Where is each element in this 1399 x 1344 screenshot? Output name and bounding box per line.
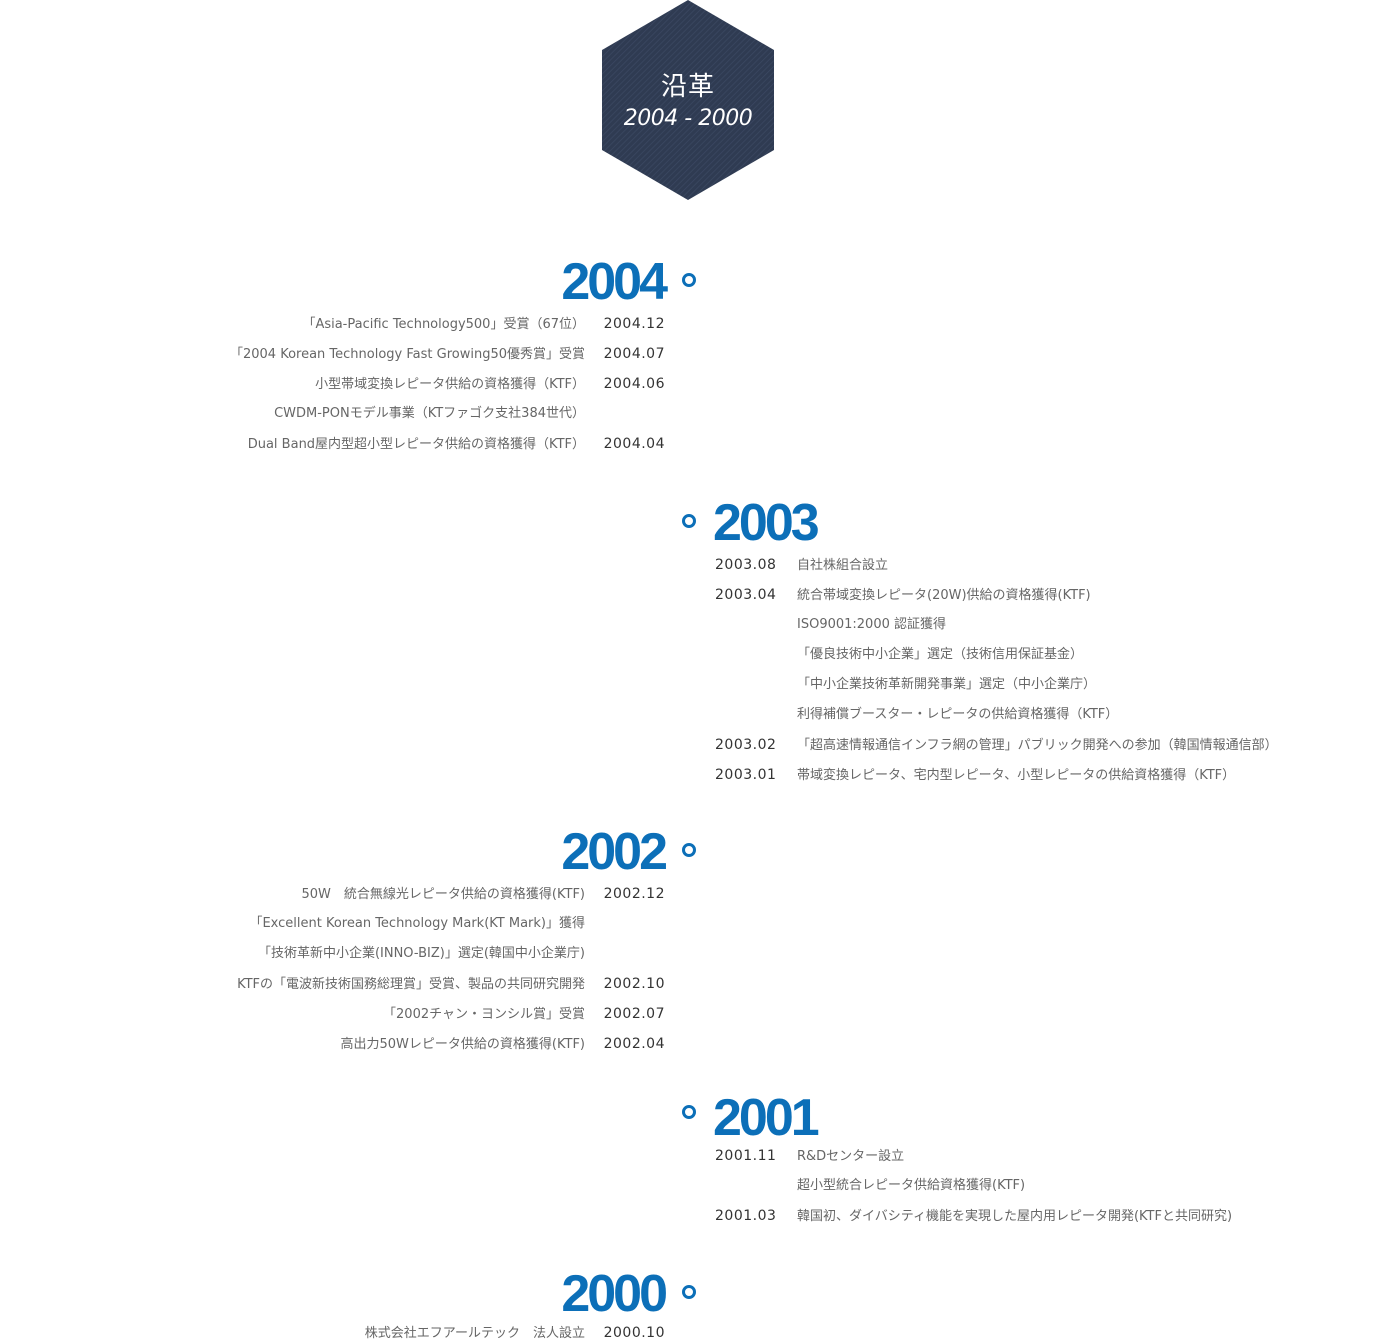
timeline-dot-icon: [682, 1285, 696, 1299]
history-item: 超小型統合レピータ供給資格獲得(KTF): [797, 1178, 1026, 1193]
history-item: 「Excellent Korean Technology Mark(KT Mar…: [249, 916, 585, 931]
timeline-dot-icon: [682, 273, 696, 287]
page-title: 沿革: [660, 72, 715, 102]
history-item: 高出力50Wレピータ供給の資格獲得(KTF)2002.04: [340, 1036, 665, 1052]
year-range: 2004 - 2000: [623, 106, 753, 131]
history-item: 「優良技術中小企業」選定（技術信用保証基金）: [797, 647, 1084, 662]
history-item: 2003.02「超高速情報通信インフラ網の管理」パブリック開発への参加（韓国情報…: [715, 737, 1278, 753]
history-item: 「Asia-Pacific Technology500」受賞（67位）2004.…: [302, 316, 665, 332]
history-item: 「技術革新中小企業(INNO-BIZ)」選定(韓国中小企業庁): [257, 946, 585, 961]
header-hexagon: 沿革 2004 - 2000: [602, 0, 774, 200]
year-heading-2002: 2002: [561, 823, 668, 881]
history-item: 小型帯域変換レピータ供給の資格獲得（KTF）2004.06: [315, 376, 665, 392]
history-item: 「中小企業技術革新開発事業」選定（中小企業庁）: [797, 677, 1097, 692]
year-heading-2000: 2000: [561, 1265, 668, 1323]
timeline-dot-icon: [682, 1105, 696, 1119]
history-item: 利得補償ブースター・レピータの供給資格獲得（KTF）: [797, 707, 1119, 722]
timeline-dot-icon: [682, 843, 696, 857]
history-item: Dual Band屋内型超小型レピータ供給の資格獲得（KTF）2004.04: [247, 436, 665, 452]
year-heading-2004: 2004: [561, 253, 668, 311]
history-item: ISO9001:2000 認証獲得: [797, 617, 946, 632]
year-heading-2001: 2001: [713, 1089, 820, 1147]
history-item: CWDM-PONモデル事業（KTファゴク支社384世代）: [274, 406, 585, 421]
history-item: 「2004 Korean Technology Fast Growing50優秀…: [229, 346, 665, 362]
timeline-dot-icon: [682, 514, 696, 528]
year-heading-2003: 2003: [713, 494, 820, 552]
history-item: 50W 統合無線光レピータ供給の資格獲得(KTF)2002.12: [301, 886, 665, 902]
hexagon-badge: [602, 0, 774, 200]
